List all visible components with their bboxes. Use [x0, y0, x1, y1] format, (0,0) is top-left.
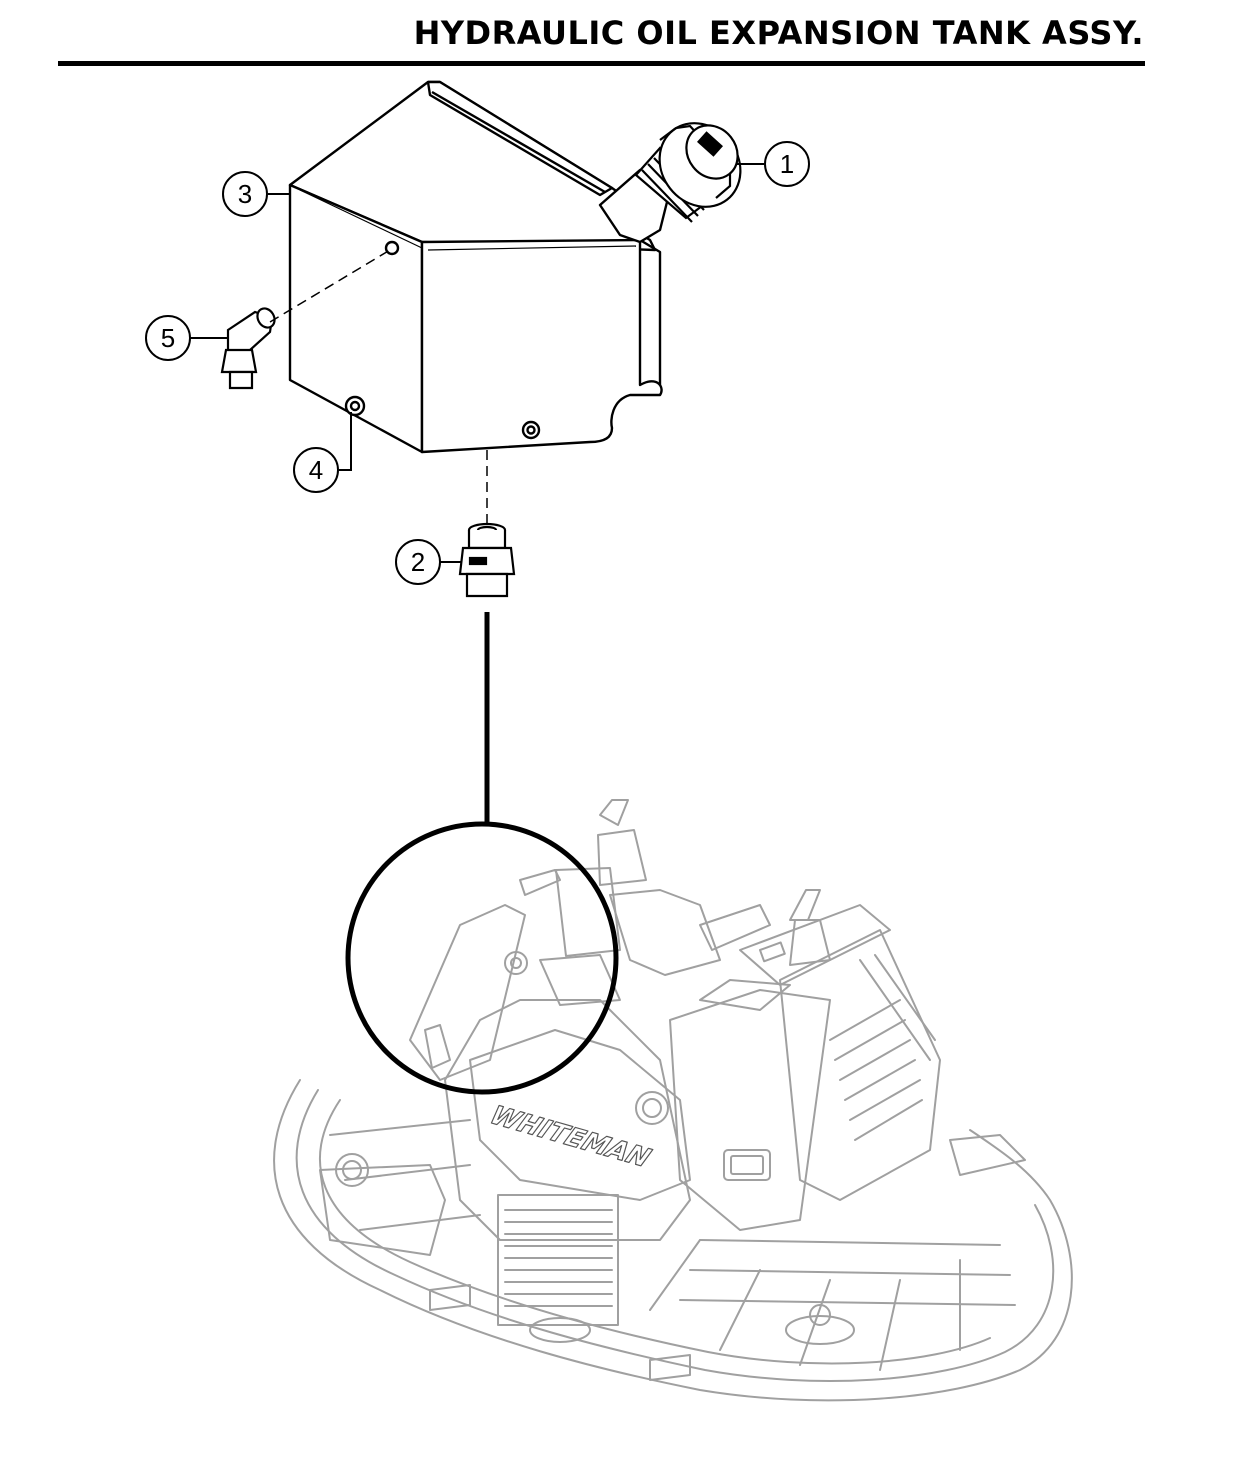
dashboard — [739, 904, 891, 986]
callout-2-number: 2 — [411, 547, 425, 577]
expansion-tank — [288, 80, 670, 454]
title-rule — [58, 61, 1145, 66]
engine-shroud — [779, 929, 941, 1201]
hood-gauge — [635, 1091, 669, 1125]
adapter-fitting — [458, 522, 516, 598]
main-hood — [469, 1029, 691, 1201]
callout-4-number: 4 — [309, 455, 323, 485]
page-title: HYDRAULIC OIL EXPANSION TANK ASSY. — [413, 14, 1144, 52]
brand-label: WHITEMAN — [485, 1101, 655, 1173]
center-body — [444, 999, 691, 1241]
callout-2 — [395, 539, 441, 585]
side-port — [384, 240, 400, 256]
callout-4 — [293, 447, 339, 493]
right-rotor-hub — [785, 1315, 855, 1345]
callouts — [145, 141, 810, 585]
assembly-lines — [269, 249, 488, 524]
hood-light — [723, 1149, 771, 1181]
oil-cooler — [497, 1194, 619, 1326]
callout-labels: 1 2 3 4 5 — [161, 149, 794, 577]
callout-1 — [764, 141, 810, 187]
fuel-cap — [335, 1153, 369, 1187]
elbow-fitting — [220, 307, 276, 390]
left-joystick — [599, 799, 629, 826]
fill-cap — [634, 122, 742, 223]
tank-cap-on-machine — [504, 951, 528, 975]
right-joystick — [789, 889, 821, 921]
callout-5-number: 5 — [161, 323, 175, 353]
left-rotor-hub — [529, 1317, 591, 1343]
right-console — [669, 989, 831, 1231]
callout-3-number: 3 — [238, 179, 252, 209]
detail-circle — [345, 821, 619, 1095]
left-side-panel — [409, 904, 526, 1081]
callout-3 — [222, 171, 268, 217]
fuel-tank — [319, 1164, 446, 1256]
callout-1-number: 1 — [780, 149, 794, 179]
foot-step — [949, 1134, 1026, 1176]
guard-ring-outer — [273, 1079, 1073, 1402]
machine-illustration: WHITEMAN — [273, 799, 1073, 1402]
operator-seat — [555, 867, 621, 957]
callout-5 — [145, 315, 191, 361]
